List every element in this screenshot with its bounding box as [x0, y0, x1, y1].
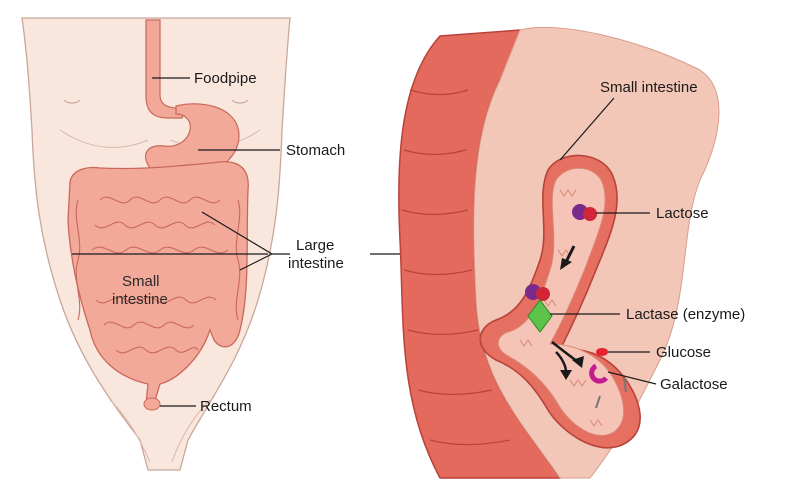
torso-illustration — [21, 17, 291, 471]
zoom-small-intestine-leader — [559, 97, 615, 161]
arrow-down — [564, 245, 576, 263]
label-small-intestine-body-line2: intestine — [112, 291, 168, 308]
lumen-villi — [519, 189, 603, 427]
galactose-molecule — [589, 363, 608, 384]
rectum-shape — [143, 397, 161, 411]
large-intestine-shape — [67, 161, 249, 405]
lactase-enzyme-diamond — [527, 299, 553, 333]
zoomed-intestine — [398, 26, 720, 479]
absorb-arrow-2 — [595, 395, 601, 409]
lactose-molecule-2 — [525, 284, 550, 301]
hip-line — [109, 399, 211, 463]
arrow-split-2-head — [560, 370, 572, 380]
large-intestine-folds — [401, 89, 511, 446]
label-lactase: Lactase (enzyme) — [626, 306, 745, 323]
label-glucose: Glucose — [656, 344, 711, 361]
absorb-arrow-1 — [623, 377, 627, 393]
small-intestine-coils — [75, 196, 241, 354]
label-rectum: Rectum — [200, 398, 252, 415]
glucose-molecule — [596, 348, 608, 356]
nipple-left — [63, 99, 81, 104]
label-large-intestine-line2: intestine — [288, 255, 344, 272]
lactose-red-part — [536, 287, 550, 301]
label-foodpipe: Foodpipe — [194, 70, 257, 87]
lactose-molecule-1 — [572, 204, 597, 221]
label-small-intestine-zoom: Small intestine — [600, 79, 698, 96]
label-galactose: Galactose — [660, 376, 728, 393]
arrow-down-head — [560, 258, 572, 270]
label-large-intestine-line1: Large — [296, 237, 334, 254]
nipple-right — [231, 99, 249, 104]
label-lactose: Lactose — [656, 205, 709, 222]
label-small-intestine-body-line1: Small — [122, 273, 160, 290]
galactose-leader — [607, 371, 657, 385]
label-stomach: Stomach — [286, 142, 345, 159]
large-intestine-leader — [201, 211, 290, 271]
lactose-red-part — [583, 207, 597, 221]
arrow-split-head — [572, 356, 584, 368]
